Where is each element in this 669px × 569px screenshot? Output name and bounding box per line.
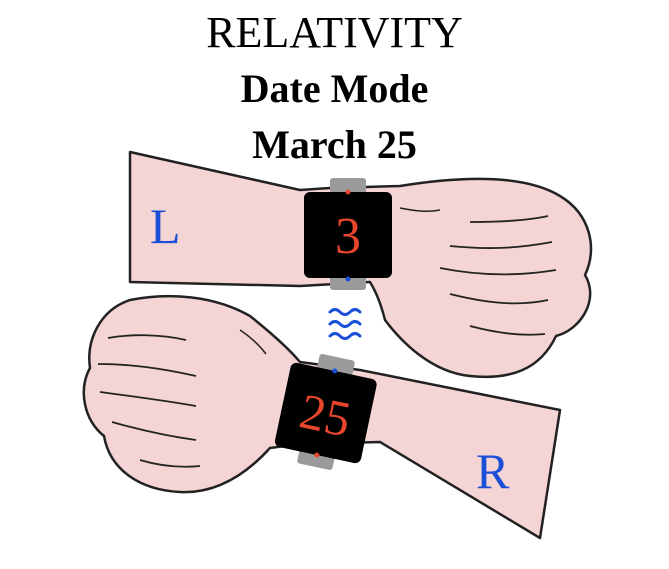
left-watch-display: 3 (335, 208, 361, 265)
title-mode: Date Mode (240, 66, 429, 111)
right-watch: 25 (274, 354, 377, 470)
right-watch-display: 25 (295, 382, 356, 447)
left-watch: 3 (304, 178, 392, 290)
left-watch-face (304, 192, 392, 278)
left-hand-label: L (150, 198, 181, 254)
signal-waves-icon (328, 308, 362, 340)
title-relativity: RELATIVITY (206, 8, 463, 57)
right-hand-label: R (476, 443, 510, 499)
right-watch-face (274, 362, 377, 464)
title-date: March 25 (252, 122, 417, 167)
